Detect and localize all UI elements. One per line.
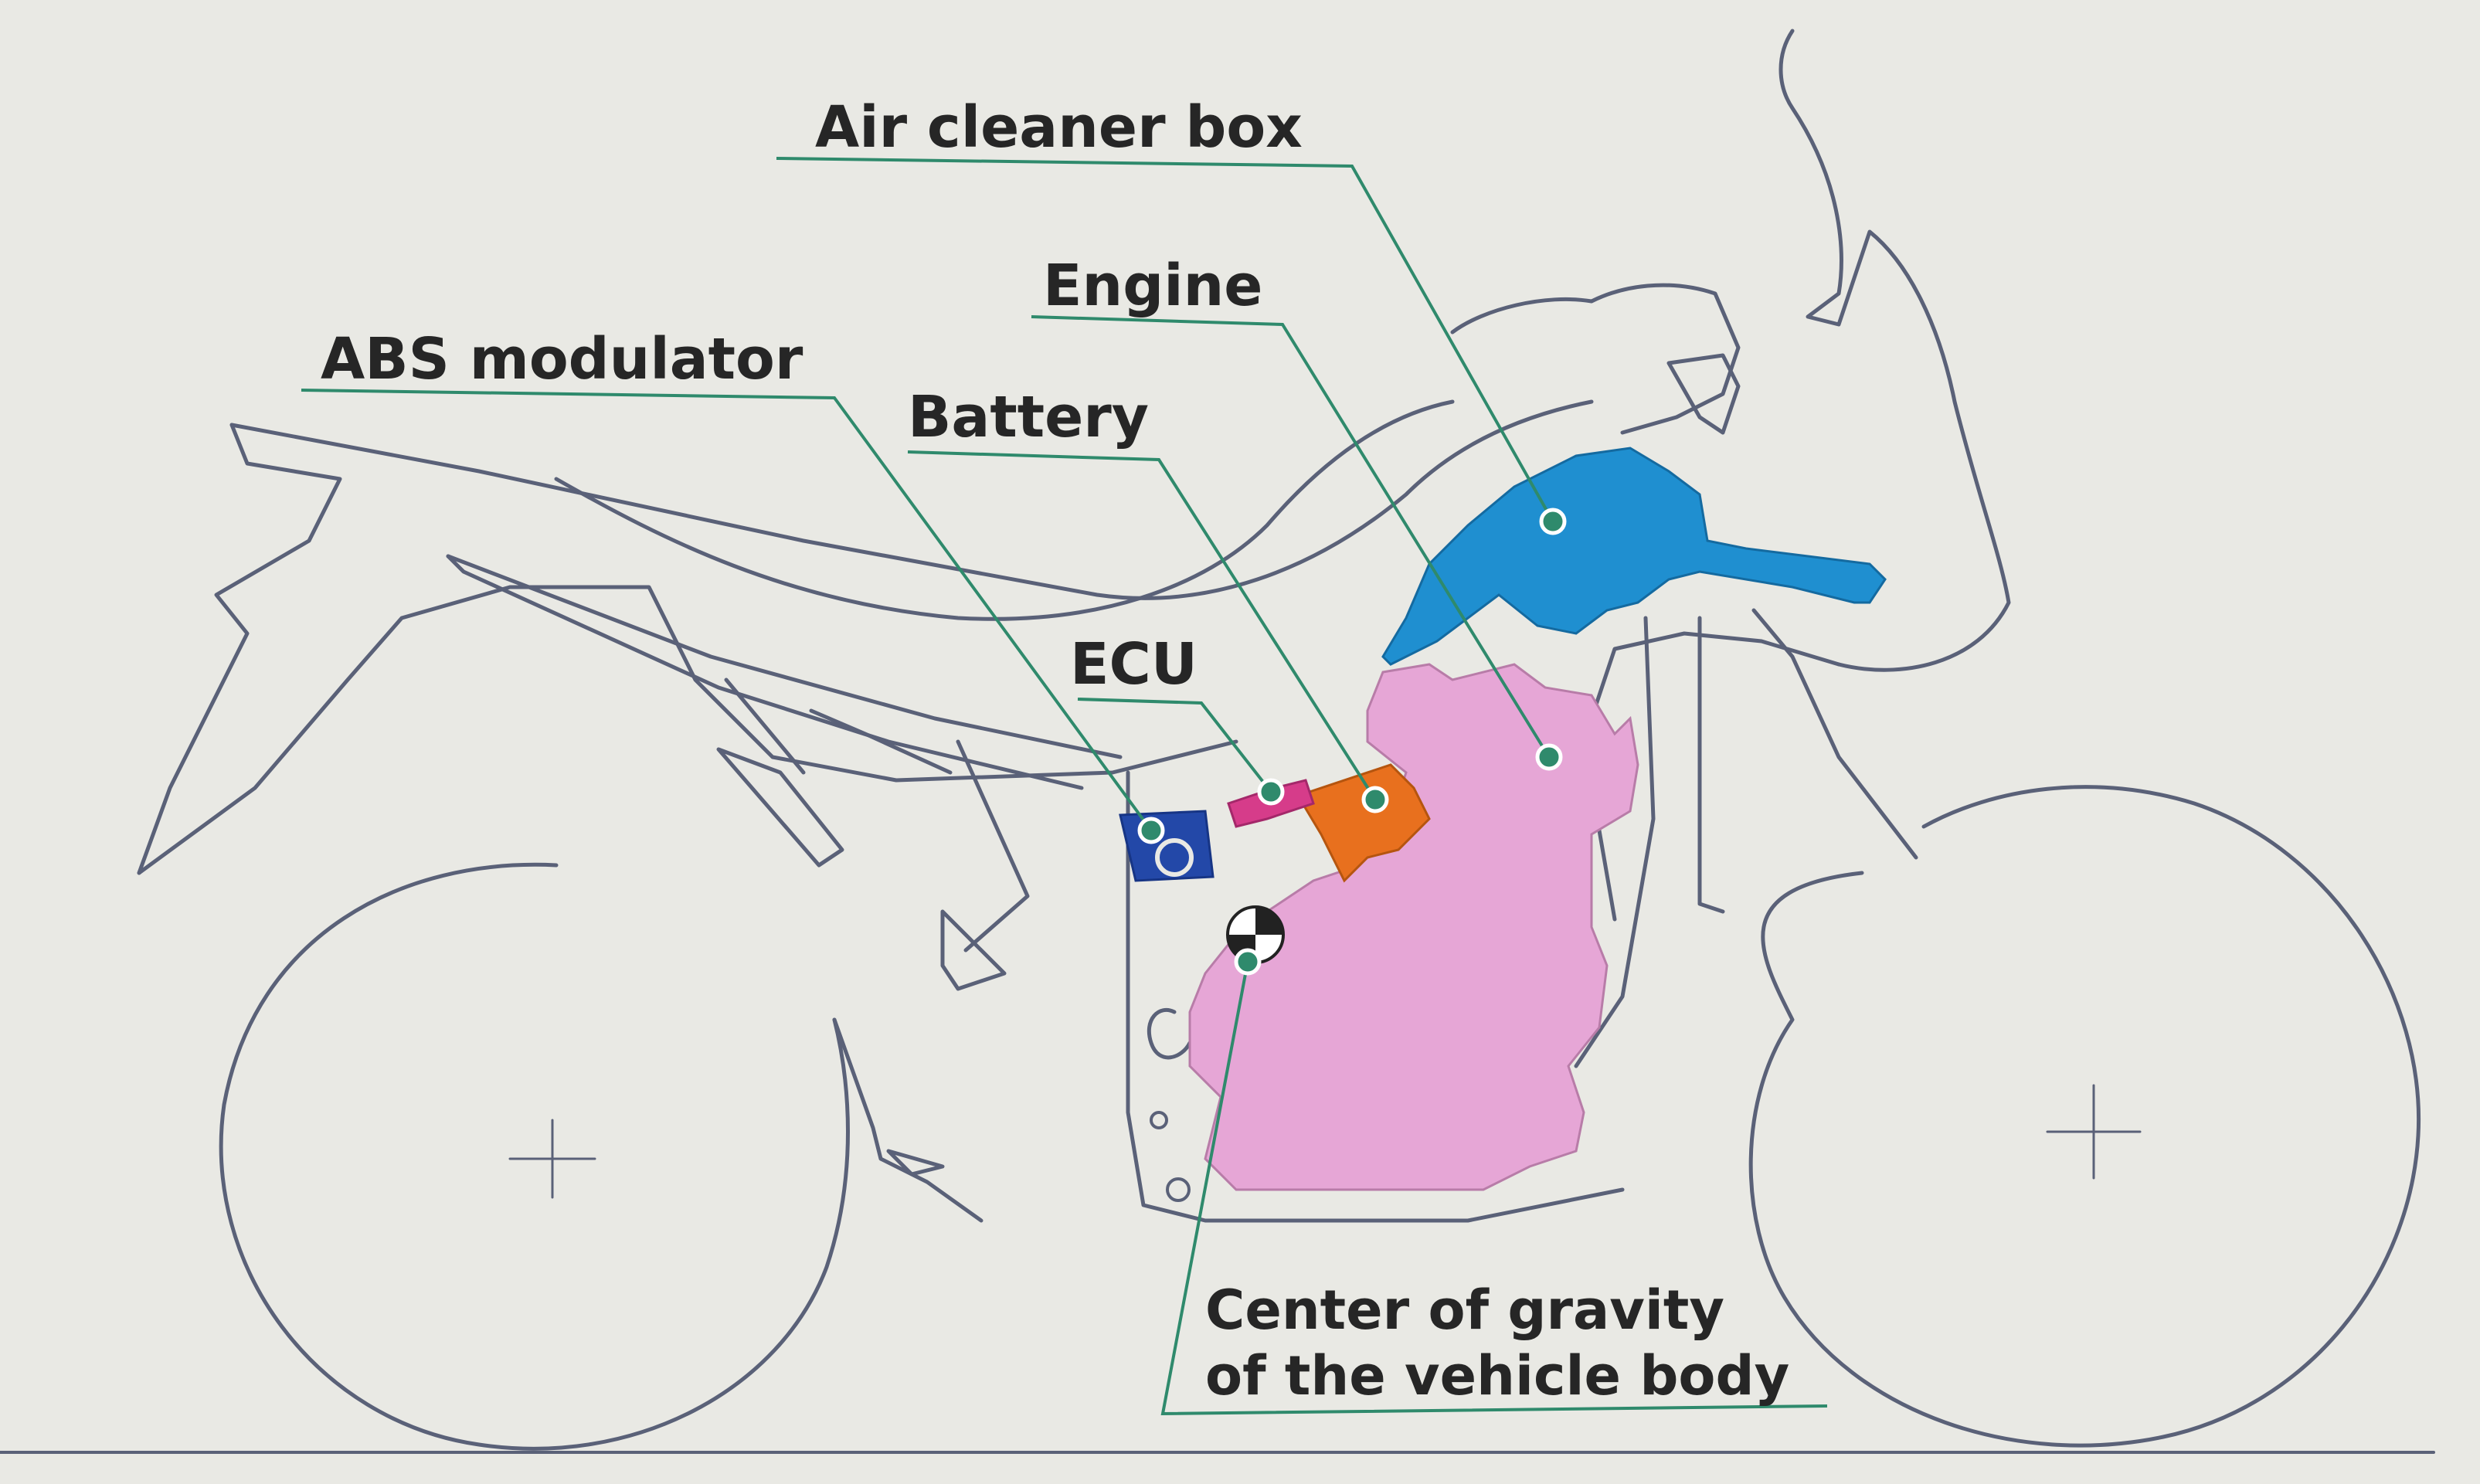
dot-battery — [1361, 786, 1389, 813]
leader-battery — [907, 450, 1377, 801]
leader-air-cleaner — [776, 157, 1554, 522]
label-air-cleaner-box: Air cleaner box — [815, 94, 1303, 161]
subframe-upper — [446, 554, 1084, 790]
battery-shape — [1296, 763, 1431, 883]
swingarm — [716, 747, 1007, 991]
leader-dots — [1137, 508, 1567, 976]
tail-cowl — [229, 399, 1594, 600]
label-ecu: ECU — [1070, 631, 1198, 698]
front-wheel — [1748, 785, 2421, 1448]
fuel-tank — [1450, 283, 1741, 435]
dot-cog — [1234, 948, 1262, 976]
abs-modulator-detail — [1155, 838, 1194, 877]
air-cleaner-box-shape — [1381, 447, 1887, 666]
rear-fender — [137, 585, 1238, 875]
label-center-of-gravity-line2: of the vehicle body — [1205, 1344, 1789, 1408]
rear-wheel — [219, 862, 850, 1451]
motorcycle-outline — [0, 29, 2435, 1454]
dot-engine — [1535, 743, 1563, 771]
tail-lower — [137, 423, 342, 875]
seat — [554, 399, 1455, 621]
leader-cog — [1160, 961, 1828, 1416]
dot-ecu — [1257, 778, 1285, 806]
leader-lines — [301, 157, 1828, 1416]
leader-engine — [1031, 315, 1551, 759]
radiator — [1574, 616, 1656, 1068]
frame-lower — [832, 770, 1625, 1223]
frame-bolt-2 — [1150, 1111, 1168, 1129]
leader-ecu — [1077, 698, 1272, 793]
subframe-lower — [446, 554, 1123, 759]
label-center-of-gravity-line1: Center of gravity — [1205, 1279, 1724, 1342]
dot-air-cleaner — [1539, 508, 1567, 535]
front-fork — [1697, 608, 1918, 914]
fairing-mirror — [1666, 353, 1741, 435]
center-of-gravity-symbol — [1226, 905, 1285, 964]
label-abs-modulator: ABS modulator — [321, 326, 803, 392]
subframe-bracing — [724, 677, 1030, 953]
footpeg-area — [886, 1007, 1192, 1177]
frame-bolt — [1166, 1177, 1191, 1202]
label-battery: Battery — [908, 384, 1149, 450]
leader-abs — [301, 389, 1153, 832]
engine-shape — [1188, 663, 1639, 1191]
dot-abs — [1137, 817, 1165, 844]
windscreen — [1778, 29, 2011, 672]
label-engine: Engine — [1043, 253, 1262, 319]
